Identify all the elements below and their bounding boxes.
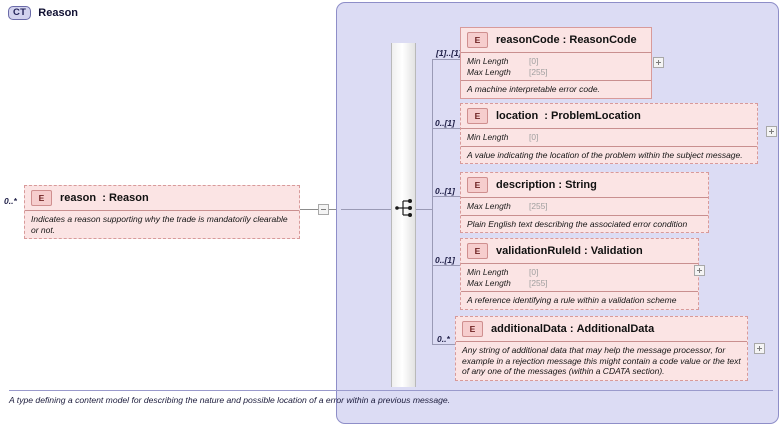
facet-row: Min Length [0] [467,56,645,67]
complextype-title: Reason [38,7,79,19]
element-facets-description: Max Length [255] [461,197,708,215]
element-box-description[interactable]: E description : String Max Length [255] … [460,172,709,233]
expand-toggle-validationruleid[interactable] [694,265,705,276]
facet-value: [0] [529,267,539,277]
element-box-location[interactable]: E location : ProblemLocation Min Length … [460,103,758,164]
expand-toggle-location[interactable] [766,126,777,137]
element-name-text: reasonCode [496,34,560,46]
element-title-validationruleid: validationRuleId : Validation [496,245,643,257]
connector-ct-to-compositor [341,209,391,210]
facet-label: Min Length [467,267,509,277]
element-header-reason: E reason : Reason [25,186,299,210]
complextype-badge-icon: CT [8,6,32,20]
facet-value: [255] [529,277,548,288]
element-header-description: E description : String [461,173,708,197]
cardinality-label-reasoncode: [1]..[1] [436,48,462,58]
element-box-reason[interactable]: E reason : Reason Indicates a reason sup… [24,185,300,239]
element-title-reasoncode: reasonCode : ReasonCode [496,34,637,46]
expand-toggle-reasoncode[interactable] [653,57,664,68]
element-badge-icon: E [467,177,488,193]
element-title-description: description : String [496,179,597,191]
element-badge-icon: E [462,321,483,337]
element-badge-icon: E [31,190,52,206]
facet-label: Min Length [467,56,509,66]
element-separator-text: : [544,110,548,122]
element-badge-icon: E [467,243,488,259]
connector-branch-validationruleid [432,265,460,266]
element-doc-validationruleid: A reference identifying a rule within a … [461,291,698,309]
root-cardinality-label: 0..* [4,196,17,206]
element-facets-location: Min Length [0] [461,128,757,146]
facet-value: [0] [529,132,539,142]
connector-compositor-to-trunk [416,209,433,210]
connector-root-to-toggle [300,209,318,210]
element-doc-description: Plain English text describing the associ… [461,214,708,233]
connector-toggle-to-ct [329,209,341,210]
facet-row: Min Length [0] [467,132,751,143]
cardinality-label-additionaldata: 0..* [437,334,450,344]
element-doc-location: A value indicating the location of the p… [461,145,757,164]
element-title-additionaldata: additionalData : AdditionalData [491,323,654,335]
connector-branch-description [432,196,460,197]
facet-value: [255] [529,66,548,77]
element-box-reasoncode[interactable]: E reasonCode : ReasonCode Min Length [0]… [460,27,652,99]
element-facets-reasoncode: Min Length [0] Max Length [255] [461,52,651,80]
facet-label: Max Length [467,277,511,288]
element-separator-text: : [569,323,574,335]
facet-label: Max Length [467,66,511,77]
element-doc-reasoncode: A machine interpretable error code. [461,80,651,98]
connector-trunk-vertical [432,59,433,344]
facet-label: Max Length [467,201,511,211]
element-doc-reason: Indicates a reason supporting why the tr… [25,210,299,238]
element-header-reasoncode: E reasonCode : ReasonCode [461,28,651,52]
element-type-text: Validation [590,245,643,257]
element-header-location: E location : ProblemLocation [461,104,757,128]
connector-branch-additionaldata [432,344,460,345]
connector-branch-reasoncode [432,59,460,60]
element-header-additionaldata: E additionalData : AdditionalData [456,317,747,341]
element-name-text: validationRuleId [496,245,581,257]
element-box-additionaldata[interactable]: E additionalData : AdditionalData Any st… [455,316,748,381]
element-facets-validationruleid: Min Length [0] Max Length [255] [461,263,698,291]
element-name-text: additionalData [491,323,567,335]
cardinality-label-validationruleid: 0..[1] [435,255,455,265]
facet-row: Max Length [255] [467,67,645,78]
element-separator-text: : [102,192,106,204]
cardinality-label-description: 0..[1] [435,186,455,196]
element-separator-text: : [562,34,567,46]
element-type-text: Reason [108,192,149,204]
element-name-text: reason [60,192,97,204]
element-type-text: ProblemLocation [551,110,641,122]
element-title-location: location : ProblemLocation [496,110,641,122]
facet-value: [255] [529,201,548,211]
connector-branch-location [432,128,460,129]
facet-label: Min Length [467,132,509,142]
sequence-compositor-icon [395,199,412,217]
element-doc-additionaldata: Any string of additional data that may h… [456,341,747,380]
expand-toggle-additionaldata[interactable] [754,343,765,354]
facet-row: Max Length [255] [467,278,692,289]
collapse-toggle-reason[interactable] [318,204,329,215]
element-badge-icon: E [467,108,488,124]
facet-row: Max Length [255] [467,201,702,212]
element-separator-text: : [584,245,588,257]
element-type-text: AdditionalData [576,323,655,335]
element-name-text: location [496,110,539,122]
facet-row: Min Length [0] [467,267,692,278]
element-box-validationruleid[interactable]: E validationRuleId : Validation Min Leng… [460,238,699,310]
complextype-documentation: A type defining a content model for desc… [9,390,773,406]
element-type-text: ReasonCode [569,34,637,46]
element-type-text: String [565,179,597,191]
element-header-validationruleid: E validationRuleId : Validation [461,239,698,263]
element-name-text: description [496,179,556,191]
element-badge-icon: E [467,32,488,48]
facet-value: [0] [529,56,539,66]
element-separator-text: : [558,179,563,191]
complextype-header: CT Reason [8,6,78,20]
element-title-reason: reason : Reason [60,192,149,204]
cardinality-label-location: 0..[1] [435,118,455,128]
